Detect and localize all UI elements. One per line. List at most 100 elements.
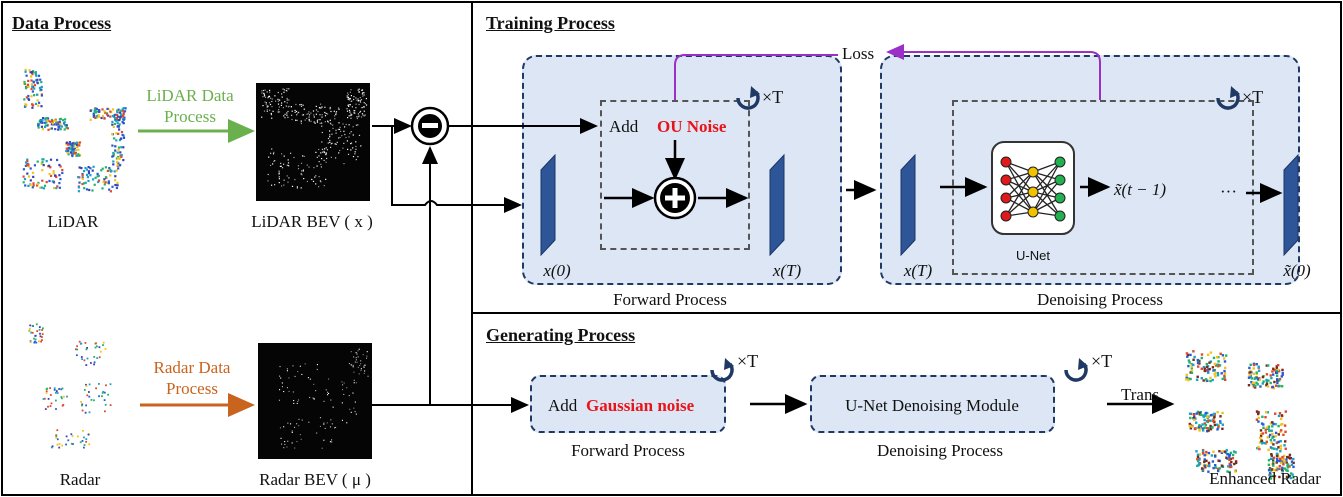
point: [26, 83, 30, 86]
point: [90, 399, 93, 401]
point: [281, 382, 283, 384]
point: [1228, 470, 1231, 474]
point: [1255, 372, 1258, 376]
point: [291, 118, 293, 121]
point: [308, 111, 310, 113]
point: [34, 102, 38, 105]
point: [118, 123, 121, 126]
point: [1272, 373, 1275, 376]
point: [55, 391, 57, 394]
point: [340, 130, 342, 132]
denoising-process-panel: [880, 55, 1300, 285]
point: [1274, 435, 1277, 438]
point: [296, 423, 298, 425]
point: [1273, 477, 1276, 480]
point: [279, 427, 281, 429]
point: [45, 121, 48, 124]
point: [111, 155, 114, 158]
loss-label: Loss: [842, 44, 875, 63]
point: [1207, 368, 1210, 371]
point: [40, 120, 43, 124]
point: [117, 155, 120, 159]
point: [301, 114, 304, 116]
point: [1188, 422, 1191, 426]
point: [357, 98, 359, 100]
point: [321, 122, 323, 124]
point: [1272, 422, 1275, 426]
point: [271, 184, 273, 186]
point: [327, 121, 329, 123]
point: [358, 103, 360, 106]
point: [1212, 450, 1215, 453]
point: [34, 71, 37, 74]
point: [1232, 450, 1236, 453]
point: [355, 103, 357, 105]
point: [366, 351, 368, 353]
point: [323, 439, 325, 441]
point: [107, 180, 110, 183]
x-tilde-0-label: x̃(0): [1283, 261, 1311, 280]
point: [290, 423, 292, 425]
point: [1208, 463, 1211, 466]
point: [117, 108, 120, 111]
point: [315, 175, 317, 177]
point: [306, 113, 308, 115]
point: [1223, 374, 1226, 378]
point: [1272, 456, 1276, 459]
point: [354, 153, 356, 155]
point: [264, 101, 266, 103]
point: [1267, 463, 1271, 466]
point: [281, 386, 283, 388]
point: [1249, 363, 1252, 366]
point: [339, 149, 341, 152]
point: [56, 158, 59, 162]
point: [113, 114, 116, 117]
point: [31, 106, 34, 109]
point: [323, 150, 325, 152]
point: [47, 128, 50, 131]
point: [1254, 376, 1257, 380]
point: [104, 181, 107, 184]
point: [325, 178, 327, 180]
point: [1234, 470, 1237, 473]
point: [36, 99, 39, 102]
point: [365, 104, 368, 106]
point: [1269, 446, 1273, 449]
point: [30, 331, 33, 334]
point: [42, 164, 45, 167]
point: [117, 146, 121, 149]
point: [69, 147, 72, 150]
point: [357, 350, 359, 352]
point: [331, 423, 333, 425]
forward-process-label: Forward Process: [613, 290, 727, 309]
xT-forward-label: x(T): [772, 261, 802, 280]
point: [29, 341, 32, 344]
point: [1189, 377, 1192, 381]
point: [1258, 378, 1261, 381]
point: [353, 96, 355, 98]
point: [1273, 369, 1276, 372]
point: [31, 171, 35, 174]
point: [1216, 411, 1219, 414]
point: [109, 174, 112, 177]
point: [357, 89, 359, 91]
point: [295, 110, 298, 113]
point: [114, 116, 117, 120]
point: [325, 161, 327, 163]
point: [278, 182, 280, 184]
point: [118, 139, 122, 142]
point: [277, 91, 279, 94]
point: [1281, 368, 1284, 372]
point: [1275, 374, 1279, 377]
point: [29, 324, 32, 327]
point: [44, 408, 47, 410]
point: [122, 136, 126, 139]
point: [330, 143, 332, 145]
point: [37, 74, 41, 77]
point: [325, 389, 327, 391]
point: [38, 120, 41, 123]
point: [1187, 378, 1190, 382]
point: [49, 387, 51, 389]
point: [294, 375, 296, 377]
point: [310, 120, 312, 122]
